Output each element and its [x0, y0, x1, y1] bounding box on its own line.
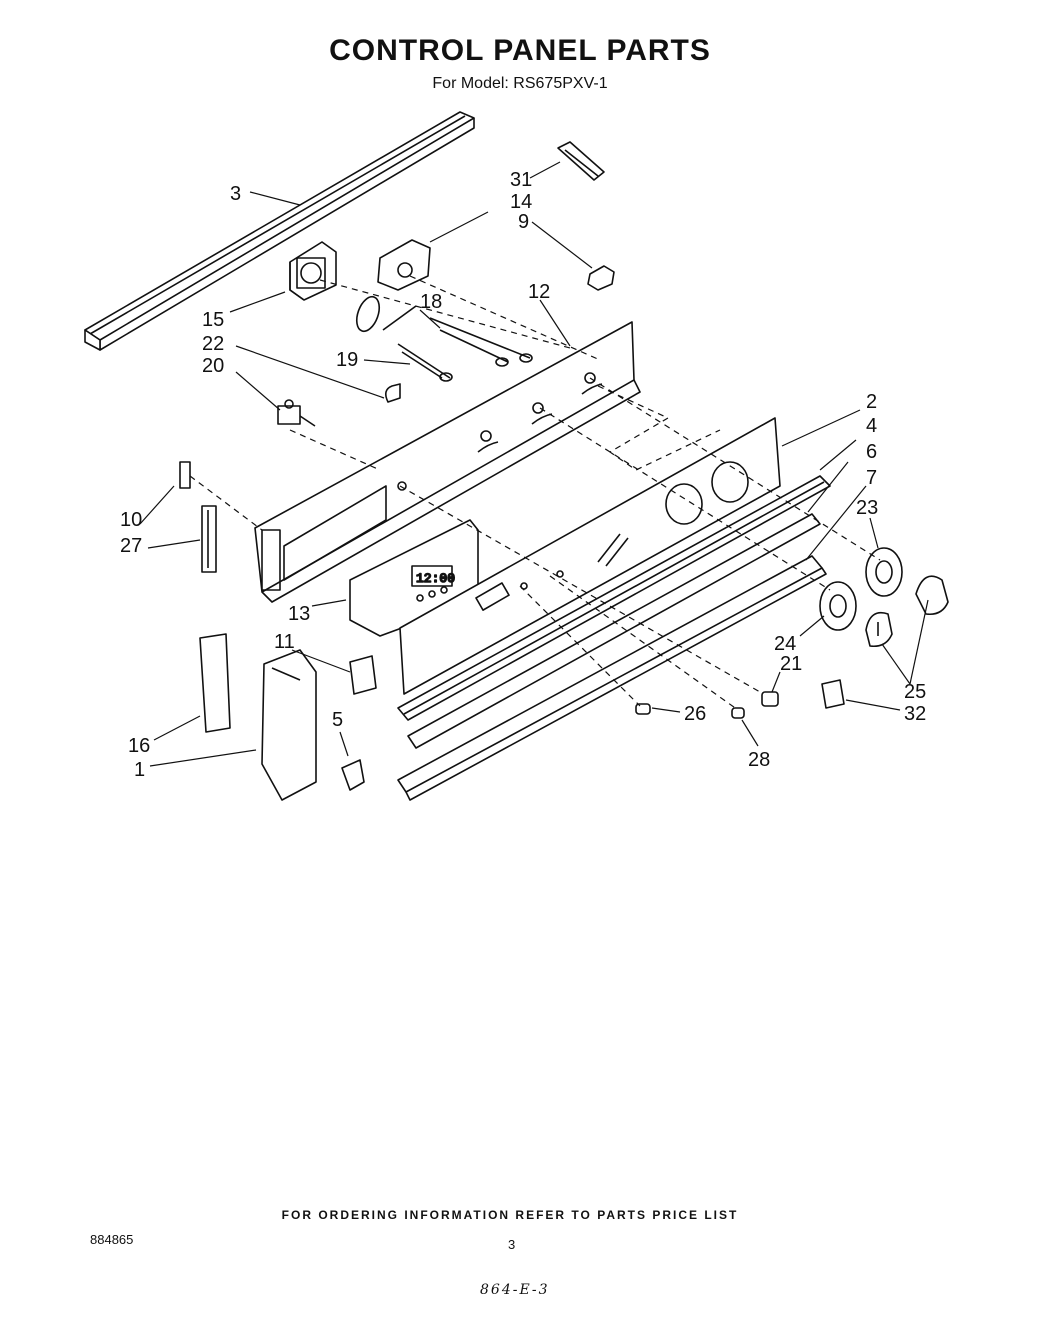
callout-19: 19	[336, 349, 358, 371]
callout-16: 16	[128, 735, 150, 757]
ring-part	[355, 295, 381, 333]
callout-labels: 3 31 14 9 15 18 12 22 20 19 2 4 6 7 23 1…	[120, 169, 926, 781]
ordering-note: FOR ORDERING INFORMATION REFER TO PARTS …	[281, 1208, 739, 1222]
part-24-dial-ring	[819, 581, 857, 631]
part-32-clip	[821, 679, 845, 709]
part-20-switch	[277, 399, 316, 427]
callout-7: 7	[866, 467, 877, 489]
callout-6: 6	[866, 441, 877, 463]
part-11-board	[349, 655, 377, 695]
callout-14: 14	[510, 191, 532, 213]
model-subtitle: For Model: RS675PXV-1	[432, 75, 608, 92]
part-3-top-trim	[84, 111, 475, 351]
callout-15: 15	[202, 309, 224, 331]
callout-20: 20	[202, 355, 224, 377]
callout-22: 22	[202, 333, 224, 355]
callout-1: 1	[134, 759, 145, 781]
part-23-dial-ring	[865, 547, 903, 597]
callout-25: 25	[904, 681, 926, 703]
display-readout: 12:00	[416, 571, 455, 586]
part-15-transformer	[289, 241, 337, 301]
part-21-shaft	[761, 691, 779, 707]
callout-32: 32	[904, 703, 926, 725]
part-14-switch	[377, 239, 431, 291]
callout-26: 26	[684, 703, 706, 725]
part-16-insulation	[199, 633, 231, 733]
part-28-screw	[731, 707, 745, 719]
callout-18: 18	[420, 291, 442, 313]
handwritten-code: 864-E-3	[480, 1282, 550, 1298]
part-4-trim	[397, 475, 831, 721]
callout-24: 24	[774, 633, 796, 655]
part-1-end-cap	[261, 649, 317, 801]
part-2-glass-panel	[399, 417, 781, 695]
callout-28: 28	[748, 749, 770, 771]
part-10-bracket	[179, 461, 191, 489]
callout-4: 4	[866, 415, 877, 437]
leader-lines	[139, 161, 929, 767]
page-title: CONTROL PANEL PARTS	[329, 34, 711, 67]
part-19-wires	[397, 343, 453, 382]
part-12-panel-back	[254, 321, 641, 603]
callout-3: 3	[230, 183, 241, 205]
part-6-trim	[407, 513, 821, 749]
page-number: 3	[508, 1237, 516, 1252]
assembly-dashed-lines	[189, 275, 881, 711]
callout-9: 9	[518, 211, 529, 233]
part-9-connector	[587, 265, 615, 291]
part-18-wires	[429, 317, 533, 367]
part-31-bracket	[557, 141, 605, 181]
callout-27: 27	[120, 535, 142, 557]
callout-31: 31	[510, 169, 532, 191]
callout-10: 10	[120, 509, 142, 531]
part-25-knobs	[865, 575, 949, 648]
part-27-bracket	[201, 505, 217, 573]
callout-2: 2	[866, 391, 877, 413]
callout-5: 5	[332, 709, 343, 731]
part-5-cap	[341, 759, 365, 791]
callout-12: 12	[528, 281, 550, 303]
callout-11: 11	[274, 631, 295, 653]
callout-21: 21	[780, 653, 802, 675]
callout-23: 23	[856, 497, 878, 519]
document-number: 884865	[90, 1232, 134, 1247]
callout-13: 13	[288, 603, 310, 625]
part-22-clip	[384, 383, 401, 403]
part-7-trim	[397, 555, 827, 801]
part-26-screw	[635, 703, 651, 715]
